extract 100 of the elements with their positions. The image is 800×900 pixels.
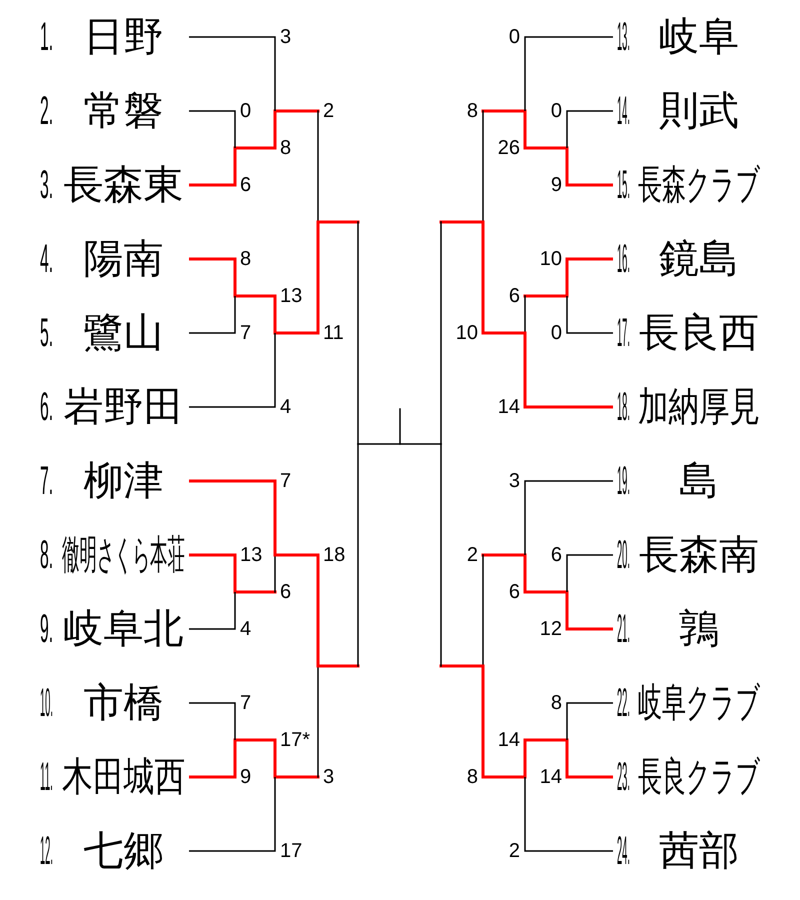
score: 0 [550, 323, 562, 343]
team-name: 長森南 [639, 533, 759, 577]
bracket-line [189, 740, 236, 778]
score: 18 [323, 545, 346, 565]
seed-number: 15. [617, 165, 630, 205]
team-name: 長森東 [64, 163, 184, 207]
bracket-line [189, 110, 236, 148]
score: 4 [240, 619, 252, 639]
score: 8 [280, 138, 292, 158]
score: 13 [240, 545, 262, 565]
score: 4 [280, 397, 292, 417]
score: 14 [498, 730, 520, 750]
bracket-line [189, 148, 236, 186]
seed-number: 12. [40, 831, 53, 871]
score: 0 [508, 27, 520, 47]
score: 2 [466, 545, 478, 565]
score: 17 [280, 841, 302, 861]
team-name: 鏡島 [659, 237, 739, 281]
seed-number: 18. [617, 387, 630, 427]
team-name: 柳津 [84, 459, 164, 503]
score: 8 [466, 767, 478, 787]
bracket-line [566, 740, 613, 778]
team-name: 長森クラブ [638, 163, 760, 207]
score: 0 [550, 101, 562, 121]
bracket-line [524, 333, 613, 408]
seed-number: 9. [40, 609, 54, 649]
score: 8 [466, 101, 478, 121]
bracket-line [189, 480, 276, 555]
team-name: 茜部 [659, 829, 739, 873]
team-name: 長良西 [639, 311, 759, 355]
team-name: 鶉 [679, 607, 719, 651]
score: 26 [498, 138, 520, 158]
score: 6 [550, 545, 562, 565]
bracket-line [189, 296, 236, 334]
score: 6 [240, 175, 252, 195]
seed-number: 14. [617, 91, 630, 131]
score: 7 [240, 323, 252, 343]
score: 8 [240, 249, 252, 269]
seed-number: 20. [617, 535, 630, 575]
bracket-line [189, 36, 276, 111]
bracket-line [524, 36, 613, 111]
team-name: 徹明さくら本荘 [62, 533, 185, 577]
seed-number: 22. [617, 683, 630, 723]
seed-number: 4. [40, 239, 54, 279]
bracket-line [566, 592, 613, 630]
score: 3 [323, 767, 334, 787]
team-name: 岐阜北 [64, 607, 184, 651]
seed-number: 2. [40, 91, 54, 131]
score: 9 [550, 175, 562, 195]
bracket-line [189, 258, 236, 296]
team-name: 常磐 [84, 89, 164, 133]
bracket-line [566, 296, 613, 334]
bracket-line [189, 592, 236, 630]
seed-number: 24. [617, 831, 630, 871]
team-name: 島 [679, 459, 719, 503]
seed-number: 21. [617, 609, 630, 649]
score: 0 [240, 101, 252, 121]
seed-number: 10. [40, 683, 53, 723]
bracket-line [189, 554, 236, 592]
team-name: 則武 [659, 89, 739, 133]
score: 7 [240, 693, 252, 713]
team-name: 日野 [84, 15, 164, 59]
score: 3 [280, 27, 292, 47]
score: 6 [280, 582, 292, 602]
seed-number: 8. [40, 535, 54, 575]
team-name: 加納厚見 [638, 385, 760, 429]
score: 6 [508, 582, 520, 602]
score: 12 [540, 619, 562, 639]
bracket-line [524, 777, 613, 852]
bracket-line [189, 333, 276, 408]
bracket-line [189, 702, 236, 740]
score: 9 [240, 767, 252, 787]
score: 2 [508, 841, 520, 861]
score: 10 [456, 323, 478, 343]
score: 11 [323, 323, 344, 343]
bracket-line [524, 480, 613, 555]
seed-number: 13. [617, 17, 630, 57]
team-name: 陽南 [84, 237, 164, 281]
team-name: 岩野田 [64, 385, 184, 429]
team-name: 岐阜 [659, 15, 739, 59]
team-name: 鷺山 [84, 311, 164, 355]
seed-number: 7. [40, 461, 54, 501]
seed-number: 3. [40, 165, 54, 205]
team-name: 木田城西 [62, 755, 185, 799]
team-name: 岐阜クラブ [638, 681, 760, 725]
score: 7 [280, 471, 292, 491]
seed-number: 1. [40, 17, 54, 57]
team-name: 長良クラブ [638, 755, 760, 799]
bracket-line [566, 554, 613, 592]
seed-number: 17. [617, 313, 630, 353]
bracket-line [566, 702, 613, 740]
bracket-line [566, 110, 613, 148]
seed-number: 23. [617, 757, 630, 797]
score: 17* [280, 730, 310, 750]
seed-number: 5. [40, 313, 54, 353]
score: 6 [508, 286, 520, 306]
score: 2 [323, 101, 334, 121]
bracket-line [566, 258, 613, 296]
score: 10 [540, 249, 562, 269]
bracket-line [189, 777, 276, 852]
